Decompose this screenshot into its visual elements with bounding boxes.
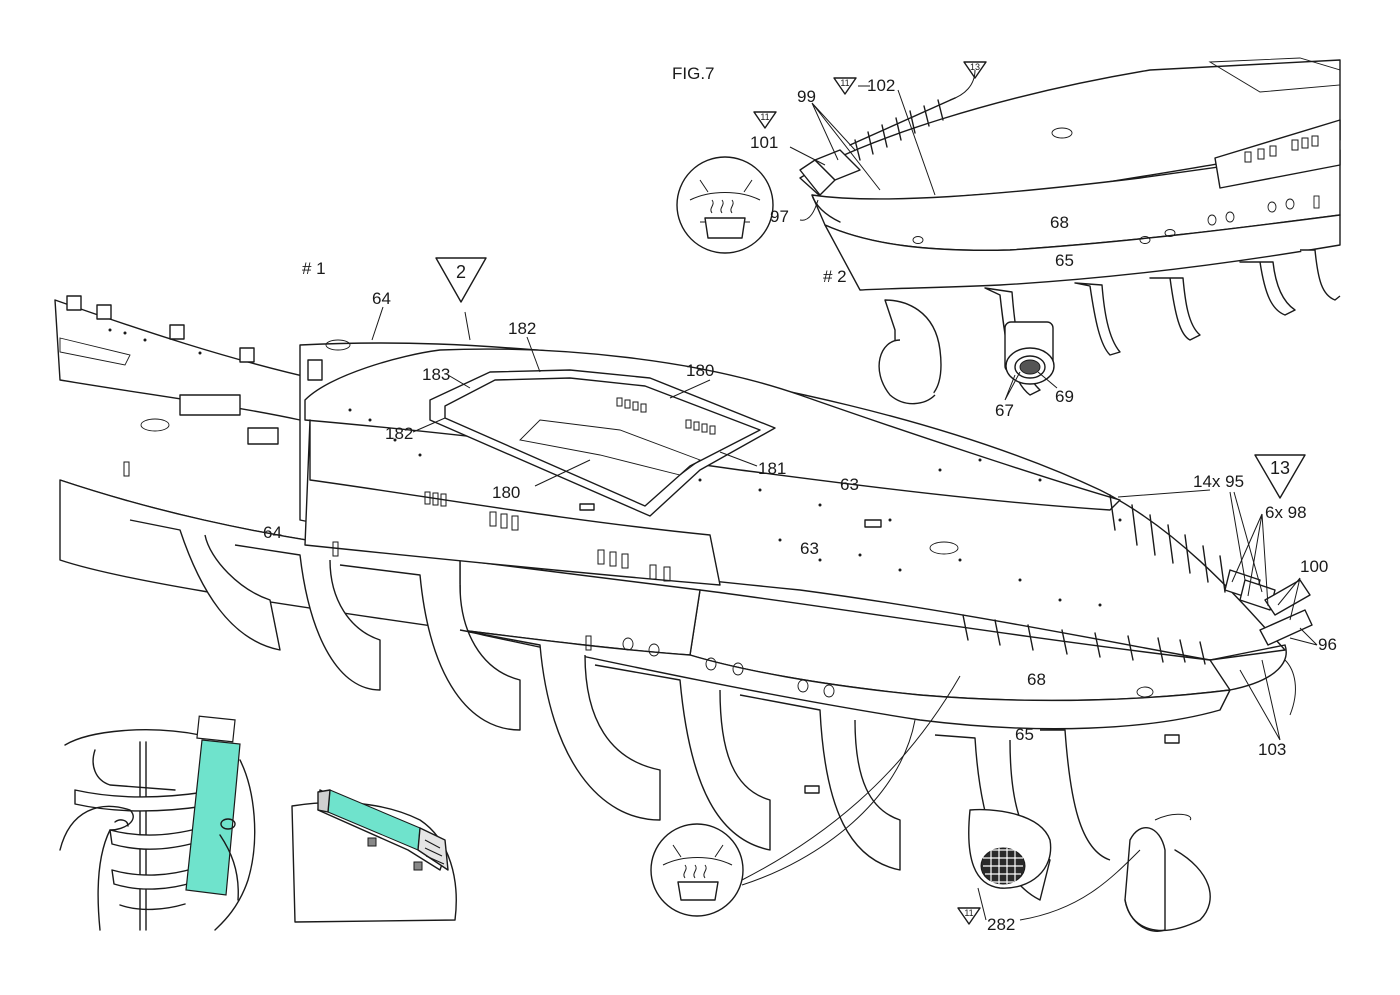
part-label: 14x 95 bbox=[1193, 472, 1244, 491]
figure-label: FIG.7 bbox=[672, 64, 715, 83]
part-label: 63 bbox=[840, 475, 859, 494]
part-label: 102 bbox=[867, 76, 895, 95]
part-label: 67 bbox=[995, 401, 1014, 420]
part-label: 64 bbox=[263, 523, 282, 542]
svg-text:11: 11 bbox=[760, 112, 769, 122]
part-label: 181 bbox=[758, 459, 786, 478]
step-label-2: # 2 bbox=[823, 267, 847, 286]
main-labels: # 1 64 64 182 182 183 180 180 181 63 63 … bbox=[263, 257, 1337, 934]
part-label: 63 bbox=[800, 539, 819, 558]
inset-bow-view bbox=[799, 57, 1341, 405]
svg-text:13: 13 bbox=[970, 62, 980, 72]
inset-badge-11a: 11 bbox=[833, 77, 857, 95]
coaming-180-182 bbox=[429, 369, 776, 517]
part-label: 101 bbox=[750, 133, 778, 152]
part-label: 68 bbox=[1027, 670, 1046, 689]
part-label: 65 bbox=[1055, 251, 1074, 270]
part-label: 6x 98 bbox=[1265, 503, 1307, 522]
inset-badge-13: 13 bbox=[963, 61, 987, 79]
svg-text:11: 11 bbox=[840, 78, 849, 88]
bulwark-stanchions bbox=[962, 494, 1226, 665]
rivet-pattern bbox=[108, 328, 1122, 607]
steam-pot-icon bbox=[650, 675, 961, 917]
glue-tape-hands-illustration bbox=[59, 715, 256, 931]
svg-text:2: 2 bbox=[456, 262, 466, 282]
part-label: 183 bbox=[422, 365, 450, 384]
part-label: 64 bbox=[372, 289, 391, 308]
part-label: 97 bbox=[770, 207, 789, 226]
masking-tape-block-illustration bbox=[291, 789, 457, 923]
part-label: 182 bbox=[508, 319, 536, 338]
step-label-1: # 1 bbox=[302, 259, 326, 278]
main-hull-view bbox=[54, 295, 1313, 932]
steam-pot-icon bbox=[676, 156, 774, 254]
part-label: 68 bbox=[1050, 213, 1069, 232]
inset-badge-11b: 11 bbox=[753, 111, 777, 129]
bulb-keel-282 bbox=[968, 808, 1052, 889]
bottom-badge-11: 11 bbox=[957, 907, 981, 925]
part-label: 69 bbox=[1055, 387, 1074, 406]
part-label: 180 bbox=[492, 483, 520, 502]
part-label: 65 bbox=[1015, 725, 1034, 744]
part-label: 96 bbox=[1318, 635, 1337, 654]
part-label: 100 bbox=[1300, 557, 1328, 576]
svg-text:13: 13 bbox=[1270, 458, 1290, 478]
inset-labels: FIG.7 # 2 99 102 101 97 68 65 67 69 13 1… bbox=[672, 61, 1074, 420]
main-badge-2: 2 bbox=[435, 257, 487, 303]
part-label: 182 bbox=[385, 424, 413, 443]
inset-propeller-tube bbox=[1004, 321, 1055, 385]
main-badge-13: 13 bbox=[1254, 454, 1306, 499]
part-label: 103 bbox=[1258, 740, 1286, 759]
part-label: 180 bbox=[686, 361, 714, 380]
part-label: 99 bbox=[797, 87, 816, 106]
part-label: 282 bbox=[987, 915, 1015, 934]
svg-text:11: 11 bbox=[964, 908, 973, 918]
